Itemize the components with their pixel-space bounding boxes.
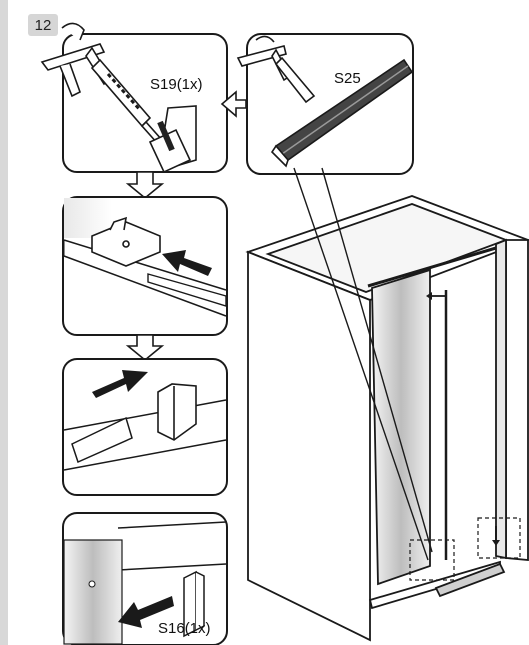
clip-s16-icon — [183, 570, 205, 638]
panel-bottom-clip — [62, 512, 228, 645]
zoom-lines — [293, 167, 433, 561]
detail-marker-right — [477, 517, 521, 559]
detail-marker-left — [409, 539, 455, 581]
step-number-badge: 12 — [28, 14, 58, 36]
shower-enclosure — [245, 195, 529, 642]
panel-sealant-strip — [236, 33, 414, 175]
panel-sealant-block — [40, 22, 228, 174]
seal-strip-s25-icon — [270, 58, 414, 168]
arrow-down-icon-2 — [125, 334, 165, 362]
panel-clip-seated — [62, 358, 228, 496]
small-arrow-down-head-icon — [492, 540, 500, 546]
sidebar-strip — [0, 0, 8, 645]
block-s19-icon — [148, 105, 197, 174]
part-label-s19: S19(1x) — [150, 76, 203, 93]
panel-clip-place — [62, 196, 228, 336]
part-label-s25: S25 — [334, 70, 361, 87]
clip-icon — [91, 216, 161, 267]
sealant-gun-icon-2 — [236, 35, 316, 104]
arrow-left-icon — [220, 90, 247, 118]
screw-hole-icon — [88, 580, 96, 588]
small-arrow-head-icon — [426, 292, 432, 300]
arrow-down-icon — [125, 171, 165, 200]
push-arrow-icon-2 — [92, 370, 148, 398]
part-label-s16: S16(1x) — [158, 620, 211, 637]
seal-profile-icon-2 — [71, 416, 133, 464]
push-arrow-icon — [162, 250, 212, 276]
seal-profile-icon — [147, 273, 227, 307]
clip-icon-2 — [157, 383, 197, 441]
glass-door-panel — [371, 268, 431, 586]
push-arrow-icon-3 — [118, 596, 174, 628]
